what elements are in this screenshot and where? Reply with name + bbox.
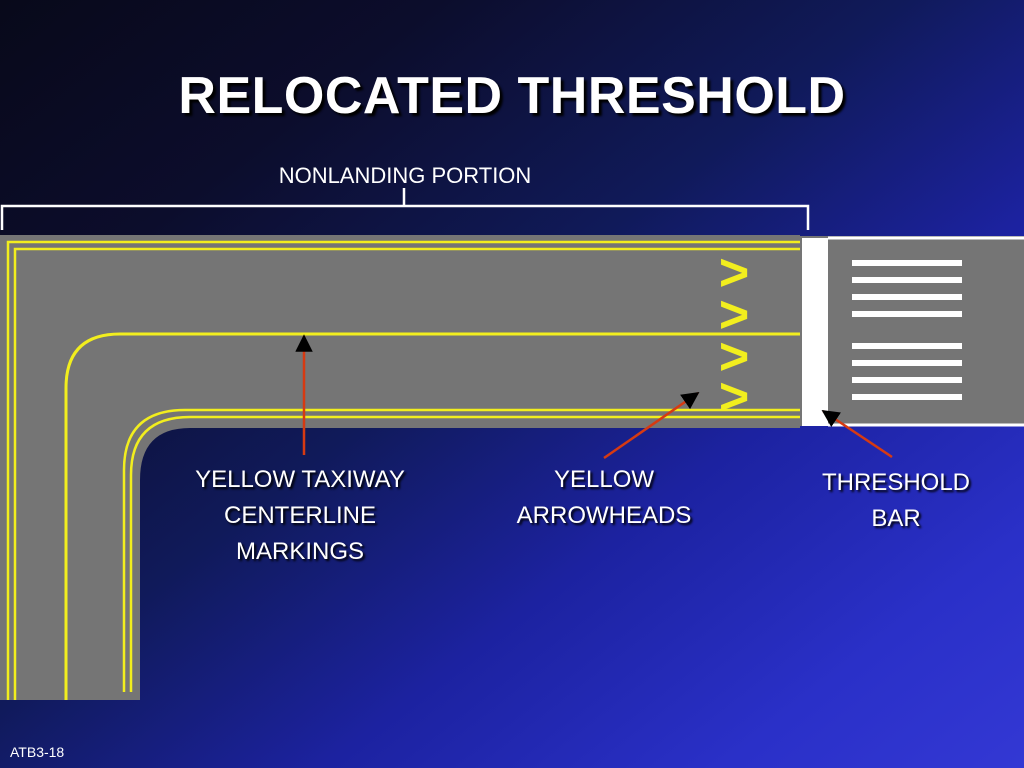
yellow-arrowheads: > > > > [719, 244, 749, 426]
callout-line: YELLOW TAXIWAY [195, 466, 405, 493]
nonlanding-bracket [0, 188, 810, 230]
arrowhead-4: > [719, 368, 749, 426]
callout-line: THRESHOLD [821, 469, 971, 496]
callout-taxiway-centerline: YELLOW TAXIWAY CENTERLINE MARKINGS [150, 462, 450, 570]
callout-line: BAR [871, 505, 921, 532]
leader-line-threshold-bar [821, 409, 893, 459]
leader-line-arrowheads [603, 391, 700, 460]
callout-line: MARKINGS [235, 538, 364, 565]
callout-line: CENTERLINE [223, 502, 377, 529]
slide-title: RELOCATED THRESHOLD [178, 67, 846, 125]
taxiway-pavement [0, 235, 800, 700]
callout-threshold-bar: THRESHOLD BAR [776, 465, 1016, 537]
arrowhead-3: > [719, 328, 749, 386]
leader-lines [295, 334, 893, 460]
callout-line: YELLOW [553, 466, 655, 493]
threshold-stripes [852, 260, 962, 400]
runway-edge-lines [828, 236, 1024, 427]
arrowhead-1: > [719, 244, 749, 302]
callout-yellow-arrowheads: YELLOW ARROWHEADS [474, 462, 734, 534]
taxiway-centerline [64, 332, 800, 700]
nonlanding-portion-label: NONLANDING PORTION [278, 163, 532, 188]
callout-line: ARROWHEADS [516, 502, 692, 529]
taxiway-edge-markings [6, 240, 800, 700]
threshold-bar [802, 238, 828, 426]
arrowhead-2: > [719, 286, 749, 344]
slide-footer-code: ATB3-18 [10, 744, 65, 760]
